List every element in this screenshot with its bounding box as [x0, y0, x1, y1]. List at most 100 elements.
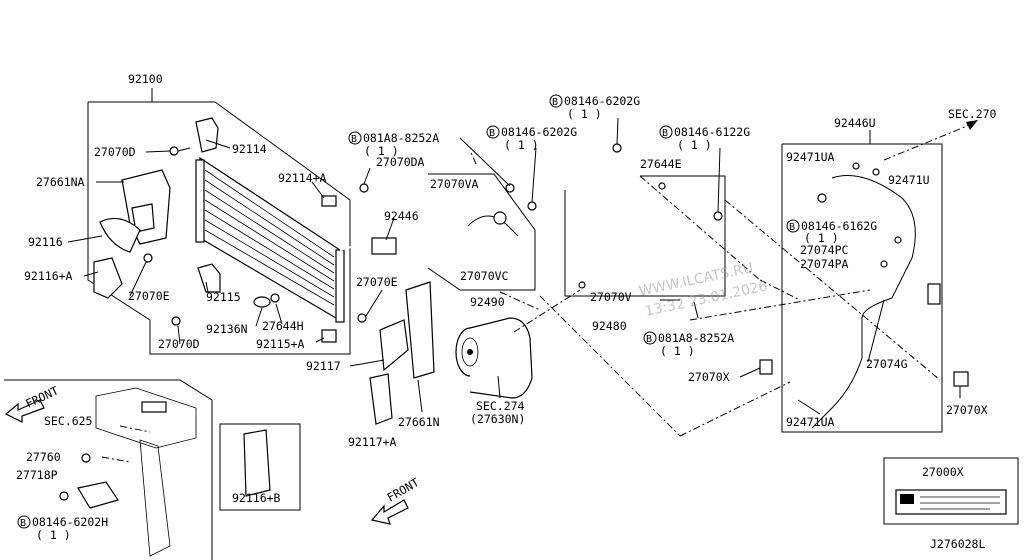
label-27074pa: 27074PA	[800, 257, 849, 271]
label-27630n: (27630N)	[470, 412, 525, 426]
label-92116b: 92116+B	[232, 491, 281, 505]
pipe-92446	[339, 235, 471, 255]
svg-text:B: B	[789, 222, 795, 233]
label-08146-6162g-qty: ( 1 )	[804, 231, 839, 245]
label-27000x: 27000X	[922, 465, 964, 479]
label-sec270: SEC.270	[948, 107, 997, 121]
label-08146-6202g-b: 08146-6202G	[564, 94, 640, 108]
bolt-27070e-mid	[357, 313, 367, 323]
label-92115: 92115	[206, 290, 241, 304]
label-92100: 92100	[128, 72, 163, 86]
label-27661n: 27661N	[398, 415, 440, 429]
bolt-symbol-6202g-b: B	[549, 94, 563, 108]
leader-lines	[67, 117, 961, 415]
bracket-27070x-right	[953, 371, 969, 387]
label-08146-6202g-a: 08146-6202G	[501, 125, 577, 139]
label-27718p: 27718P	[16, 468, 58, 482]
seal-92116a	[93, 257, 123, 299]
label-08146-6202h-qty: ( 1 )	[36, 528, 71, 542]
label-27070va: 27070VA	[430, 177, 479, 191]
label-sec274: SEC.274	[476, 399, 525, 413]
front-arrow-bottom-icon	[370, 499, 409, 525]
svg-text:B: B	[552, 97, 558, 108]
plug-27644h	[270, 293, 280, 303]
seal-92115a	[321, 329, 337, 343]
label-081a8-bot-qty: ( 1 )	[660, 344, 695, 358]
label-92136n: 92136N	[206, 322, 248, 336]
label-08146-6202g-a-qty: ( 1 )	[504, 138, 539, 152]
svg-text:B: B	[20, 518, 26, 529]
label-92471ua-bot: 92471UA	[786, 415, 835, 429]
seal-92114a	[321, 195, 337, 207]
mount-bracket-92117a	[369, 373, 393, 425]
label-08146-6122g: 08146-6122G	[674, 125, 750, 139]
label-27070e-left: 27070E	[128, 289, 170, 303]
label-92114: 92114	[232, 142, 267, 156]
diagram-id: J276028L	[930, 537, 985, 551]
label-27070d-bot: 27070D	[158, 337, 200, 351]
bracket-92114	[195, 117, 219, 153]
label-92117: 92117	[306, 359, 341, 373]
pipe-92480	[578, 143, 723, 289]
inset-92116b	[219, 423, 301, 511]
label-27760: 27760	[26, 450, 61, 464]
front-arrow-left-icon	[4, 399, 45, 423]
mount-bracket-92117	[379, 281, 435, 379]
pipe-92446u	[811, 162, 941, 429]
bolt-symbol-081a8-top: B	[348, 131, 362, 145]
label-92117a: 92117+A	[348, 435, 397, 449]
bolt-symbol-6202h: B	[17, 515, 31, 529]
bolt-27070e-left	[143, 253, 153, 263]
bolt-27070d-bot	[171, 316, 181, 326]
label-92480: 92480	[592, 319, 627, 333]
label-08146-6202h: 08146-6202H	[32, 515, 108, 529]
label-081a8-top-qty: ( 1 )	[364, 144, 399, 158]
bolt-symbol-6202g-a: B	[486, 125, 500, 139]
bolt-27070d-top	[169, 146, 191, 156]
label-27070x-left: 27070X	[688, 370, 730, 384]
label-27661na: 27661NA	[36, 175, 85, 189]
label-27644e: 27644E	[640, 157, 682, 171]
label-27074pc: 27074PC	[800, 243, 849, 257]
label-27070v: 27070V	[590, 290, 632, 304]
label-08146-6202g-b-qty: ( 1 )	[567, 107, 602, 121]
box-27070va	[427, 173, 536, 291]
label-92446: 92446	[384, 209, 419, 223]
routing-lines	[469, 149, 941, 437]
bolt-27070da	[359, 183, 369, 193]
compressor	[455, 317, 533, 399]
bracket-92115	[197, 263, 221, 293]
svg-text:B: B	[646, 334, 652, 345]
bolt-symbol-6162g: B	[786, 219, 800, 233]
svg-text:B: B	[489, 128, 495, 139]
svg-text:B: B	[662, 128, 668, 139]
receiver-92136n	[253, 296, 271, 308]
bolt-symbol-081a8-bot: B	[643, 331, 657, 345]
pipe-92490	[467, 183, 537, 237]
label-27070da: 27070DA	[376, 155, 425, 169]
label-92116a: 92116+A	[24, 269, 73, 283]
label-27070e-mid: 27070E	[356, 275, 398, 289]
label-27644h: 27644H	[262, 319, 304, 333]
label-27070x-right: 27070X	[946, 403, 988, 417]
bolt-symbol-6122g: B	[659, 125, 673, 139]
pipe-92446u-frame	[781, 130, 943, 433]
label-92471u: 92471U	[888, 173, 930, 187]
label-92114a: 92114+A	[278, 171, 327, 185]
label-27070d-top: 27070D	[94, 145, 136, 159]
bracket-27070x-left	[759, 359, 773, 375]
label-92116: 92116	[28, 235, 63, 249]
front-end-inset	[4, 379, 213, 560]
label-sec625: SEC.625	[44, 414, 92, 428]
label-92471ua-top: 92471UA	[786, 150, 835, 164]
label-27000x-box	[883, 457, 1019, 525]
label-27074g: 27074G	[866, 357, 908, 371]
label-081a8-bot: 081A8-8252A	[658, 331, 734, 345]
label-92115a: 92115+A	[256, 337, 305, 351]
label-081a8-top: 081A8-8252A	[363, 131, 439, 145]
seal-92116	[99, 217, 141, 253]
label-92446u: 92446U	[834, 116, 876, 130]
arrow-to-sec270	[883, 120, 978, 161]
pipe-92480-frame	[564, 175, 726, 297]
